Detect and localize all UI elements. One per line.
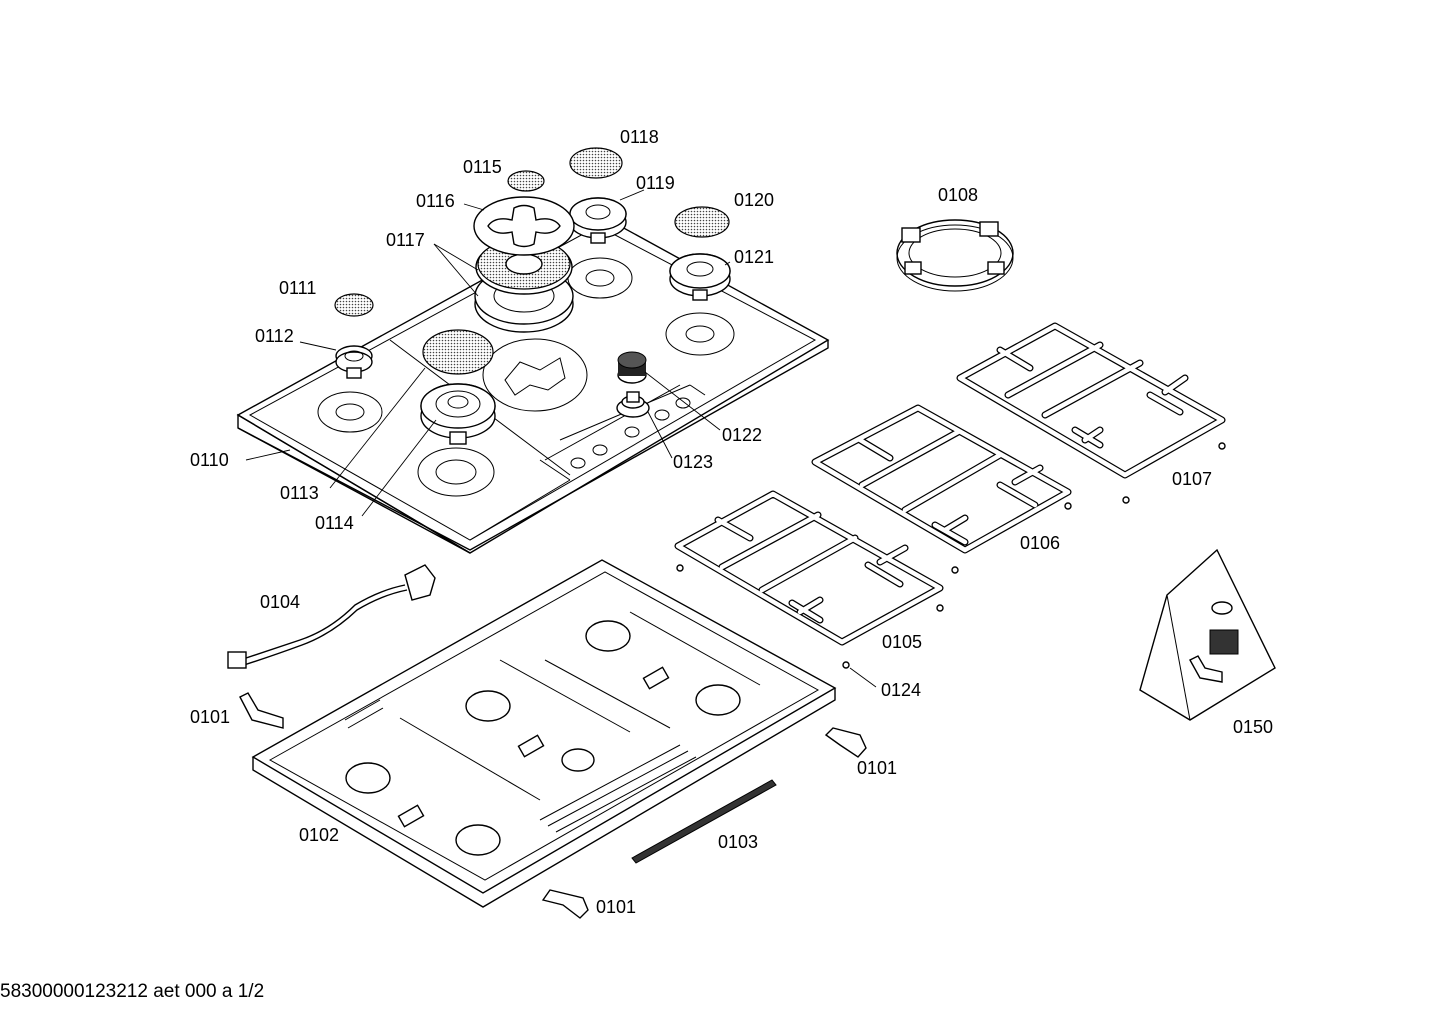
pan-support-0106	[811, 404, 1072, 574]
feet-0124	[842, 661, 850, 669]
seal-strip-0103	[631, 779, 777, 864]
label-0118: 0118	[620, 127, 659, 147]
clamp-0101-bottom	[541, 889, 589, 919]
clamp-0101-left	[239, 692, 284, 729]
label-0122: 0122	[722, 425, 763, 445]
label-0112: 0112	[255, 326, 294, 346]
wok-burner-stack	[473, 170, 575, 333]
power-cable-0104	[227, 564, 436, 669]
label-0104: 0104	[260, 592, 301, 612]
leader-lines	[245, 189, 877, 688]
label-0117: 0117	[386, 230, 425, 250]
label-0105: 0105	[882, 632, 923, 652]
burner-0112	[335, 345, 373, 379]
label-0102: 0102	[299, 825, 340, 845]
label-0115: 0115	[463, 157, 502, 177]
label-0123: 0123	[673, 452, 714, 472]
label-0106: 0106	[1020, 533, 1061, 553]
label-0101-right: 0101	[857, 758, 898, 778]
cap-0111	[334, 293, 374, 317]
cap-0120	[674, 206, 730, 238]
bottom-tray-0102	[251, 559, 837, 908]
label-0150: 0150	[1233, 717, 1274, 737]
label-0110: 0110	[190, 450, 229, 470]
document-id: 58300000123212 aet 000 a 1/2	[0, 981, 265, 1002]
label-0101-bottom: 0101	[596, 897, 637, 917]
pan-support-0105	[674, 490, 944, 646]
cap-0118	[569, 147, 623, 179]
burner-0114	[420, 383, 496, 445]
label-0108: 0108	[938, 185, 979, 205]
label-0111: 0111	[279, 278, 317, 298]
label-0119: 0119	[636, 173, 675, 193]
label-0120: 0120	[734, 190, 775, 210]
label-0124: 0124	[881, 680, 922, 700]
knob-0122	[617, 351, 647, 384]
pan-support-0107	[956, 322, 1226, 504]
wok-ring-0108	[896, 219, 1014, 292]
label-0121: 0121	[734, 247, 775, 267]
label-0113: 0113	[280, 483, 319, 503]
label-0107: 0107	[1172, 469, 1213, 489]
label-0116: 0116	[416, 191, 455, 211]
label-0101-left: 0101	[190, 707, 231, 727]
accessory-bag-0150	[1139, 548, 1276, 721]
knob-0123	[616, 391, 650, 418]
label-0103: 0103	[718, 832, 759, 852]
burner-0121	[669, 253, 731, 301]
clamp-0101-right	[824, 727, 867, 758]
label-0114: 0114	[315, 513, 354, 533]
cap-0113	[422, 329, 494, 375]
